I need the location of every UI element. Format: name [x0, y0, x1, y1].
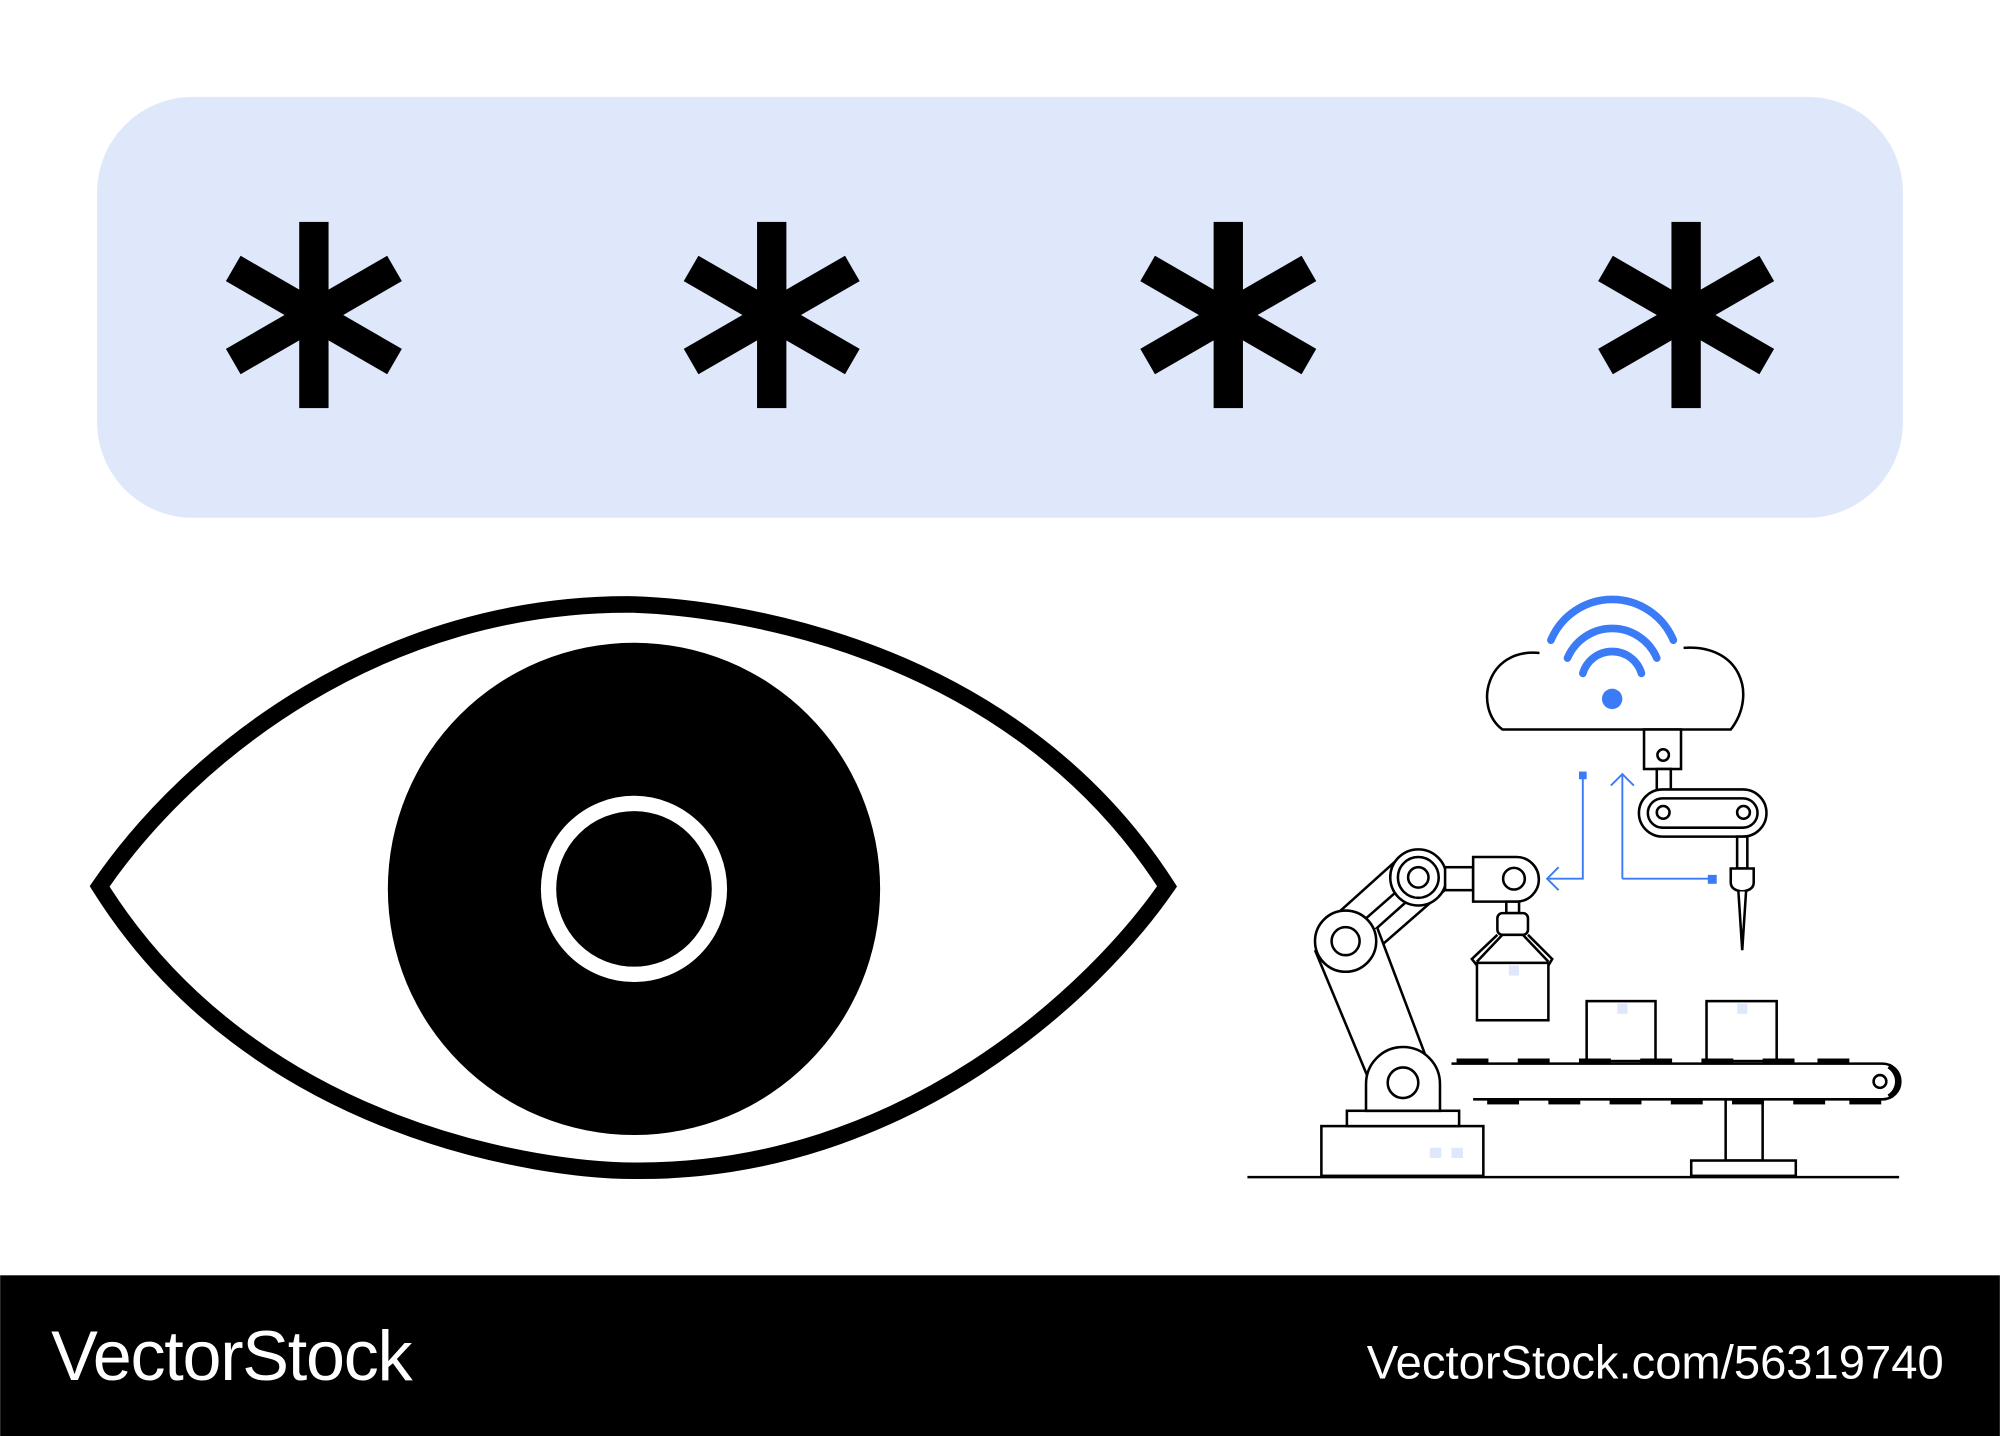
password-field-background [97, 96, 1903, 518]
belt-slat [1817, 1058, 1850, 1064]
belt-slat [1456, 1058, 1489, 1064]
masked-character-asterisk [1598, 221, 1775, 409]
belt-slat [1487, 1099, 1520, 1105]
footer-url: VectorStock.com/56319740 [1367, 1336, 1944, 1389]
belt-slat [1609, 1099, 1642, 1105]
data-flow-arrows [1545, 771, 1717, 891]
belt-slat [1849, 1099, 1882, 1105]
masked-character-asterisk [225, 221, 402, 409]
belt-slat [1793, 1099, 1826, 1105]
masked-character-asterisk [683, 221, 860, 409]
conveyor-belt-icon [1247, 999, 1902, 1179]
footer-brand-logo: VectorStock [51, 1317, 413, 1395]
cloud-icon [1485, 646, 1745, 731]
belt-slat [1517, 1058, 1550, 1064]
belt-slat [1640, 1058, 1673, 1064]
belt-slat [1762, 1058, 1795, 1064]
belt-slat [1548, 1099, 1581, 1105]
footer-bar: VectorStock VectorStock.com/56319740 [0, 1275, 2000, 1436]
belt-slat [1670, 1099, 1703, 1105]
belt-slat [1701, 1058, 1734, 1064]
ceiling-robot-arm-icon [1637, 728, 1768, 951]
masked-character-asterisk [1140, 221, 1317, 409]
belt-slat [1732, 1099, 1764, 1105]
robot-arm-icon [1313, 848, 1554, 1178]
wifi-icon [1547, 595, 1678, 710]
password-field [97, 96, 1903, 518]
belt-slat [1578, 1058, 1611, 1064]
eye-icon [89, 596, 1178, 1180]
